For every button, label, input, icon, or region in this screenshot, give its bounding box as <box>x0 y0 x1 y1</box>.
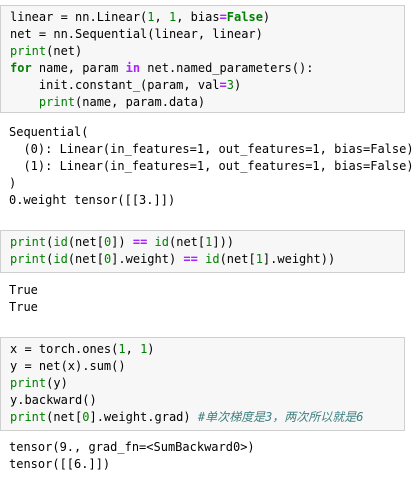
code-token: == <box>132 235 148 249</box>
code-line: for name, param in net.named_parameters(… <box>10 60 404 77</box>
code-token: print <box>10 376 47 390</box>
code-token: (net) <box>46 44 83 58</box>
code-token: 1 <box>168 10 177 24</box>
code-token: (net[ <box>169 235 206 249</box>
code-token: y = net(x).sum() <box>10 359 126 373</box>
output-line: (0): Linear(in_features=1, out_features=… <box>9 142 414 156</box>
code-token: name, param <box>31 61 126 75</box>
code-token: ) <box>262 10 271 24</box>
output-line: Sequential( <box>9 125 89 139</box>
code-token: print <box>10 235 47 249</box>
code-token: id <box>154 235 169 249</box>
code-token: for <box>10 61 32 75</box>
code-token: ( <box>46 252 54 266</box>
code-token: ].weight) <box>111 252 184 266</box>
output-line: tensor(9., grad_fn=<SumBackward0>) <box>9 440 255 454</box>
code-token: 3 <box>226 78 234 92</box>
code-token: = <box>219 78 227 92</box>
code-token: 0 <box>103 252 112 266</box>
output-line: True <box>9 300 38 314</box>
code-token: , bias <box>176 10 220 24</box>
code-token: ]) <box>111 235 133 249</box>
code-token: 1 <box>255 252 263 266</box>
code-token: == <box>183 252 198 266</box>
code-token: net = nn.Sequential(linear, linear) <box>10 27 263 41</box>
code-token: ].weight)) <box>262 252 336 266</box>
output-line: ) <box>9 176 17 190</box>
code-line: init.constant_(param, val=3) <box>10 77 404 94</box>
code-line: y = net(x).sum() <box>10 358 404 375</box>
code-token: x = torch.ones( <box>10 342 119 356</box>
code-cell-2[interactable]: print(id(net[0]) == id(net[1])) print(id… <box>0 230 405 273</box>
code-token: ) <box>233 78 242 92</box>
code-line: linear = nn.Linear(1, 1, bias=False) <box>10 9 404 26</box>
code-token: 1 <box>118 342 126 356</box>
code-line: print(net) <box>10 43 404 60</box>
code-token: id <box>205 252 220 266</box>
code-line: x = torch.ones(1, 1) <box>10 341 404 358</box>
output-line: tensor([[6.]]) <box>9 457 111 471</box>
code-token: False <box>226 10 263 24</box>
code-line: print(id(net[0].weight) == id(net[1].wei… <box>10 251 404 268</box>
code-line: net = nn.Sequential(linear, linear) <box>10 26 404 43</box>
code-token: print <box>10 44 47 58</box>
code-token: 1 <box>205 235 213 249</box>
code-token <box>10 95 39 109</box>
output-line: True <box>9 283 38 297</box>
code-token: 1 <box>140 342 148 356</box>
code-token: (net[ <box>67 252 104 266</box>
code-token: 0 <box>82 410 90 424</box>
code-token: (net[ <box>219 252 256 266</box>
code-line: print(id(net[0]) == id(net[1])) <box>10 234 404 251</box>
code-token: ].weight.grad) <box>89 410 198 424</box>
code-token: id <box>53 235 68 249</box>
code-token: print <box>10 410 47 424</box>
code-token: init.constant_(param, val <box>10 78 220 92</box>
code-token: y.backward() <box>10 393 97 407</box>
code-line: print(net[0].weight.grad) #单次梯度是3，两次所以就是… <box>10 409 404 426</box>
code-token: 1 <box>147 10 155 24</box>
code-token: = <box>219 10 227 24</box>
code-token: , <box>154 10 169 24</box>
code-token <box>147 235 154 249</box>
code-token: (name, param.data) <box>75 95 206 109</box>
code-cell-1[interactable]: linear = nn.Linear(1, 1, bias=False) net… <box>0 5 405 113</box>
code-token: ) <box>147 342 155 356</box>
code-token: in <box>125 61 141 75</box>
code-token: (y) <box>46 376 68 390</box>
output-line: 0.weight tensor([[3.]]) <box>9 193 176 207</box>
code-token: print <box>38 95 76 109</box>
output-cell-3: tensor(9., grad_fn=<SumBackward0>) tenso… <box>0 439 405 473</box>
code-token: 0 <box>103 235 112 249</box>
output-line: (1): Linear(in_features=1, out_features=… <box>9 159 414 173</box>
code-token: , <box>125 342 141 356</box>
code-line: y.backward() <box>10 392 404 409</box>
code-cell-3[interactable]: x = torch.ones(1, 1) y = net(x).sum() pr… <box>0 337 405 431</box>
output-cell-1: Sequential( (0): Linear(in_features=1, o… <box>0 124 414 209</box>
code-line: print(name, param.data) <box>10 94 404 111</box>
code-token: (net[ <box>67 235 104 249</box>
code-token: (net[ <box>46 410 83 424</box>
code-token: ( <box>46 235 54 249</box>
code-line: print(y) <box>10 375 404 392</box>
code-token: net.named_parameters(): <box>140 61 314 75</box>
code-token: #单次梯度是3，两次所以就是6 <box>197 410 364 424</box>
output-cell-2: True True <box>0 282 405 316</box>
code-token: linear = nn.Linear( <box>10 10 148 24</box>
code-token: ])) <box>212 235 235 249</box>
code-token: id <box>53 252 68 266</box>
code-token: print <box>10 252 47 266</box>
